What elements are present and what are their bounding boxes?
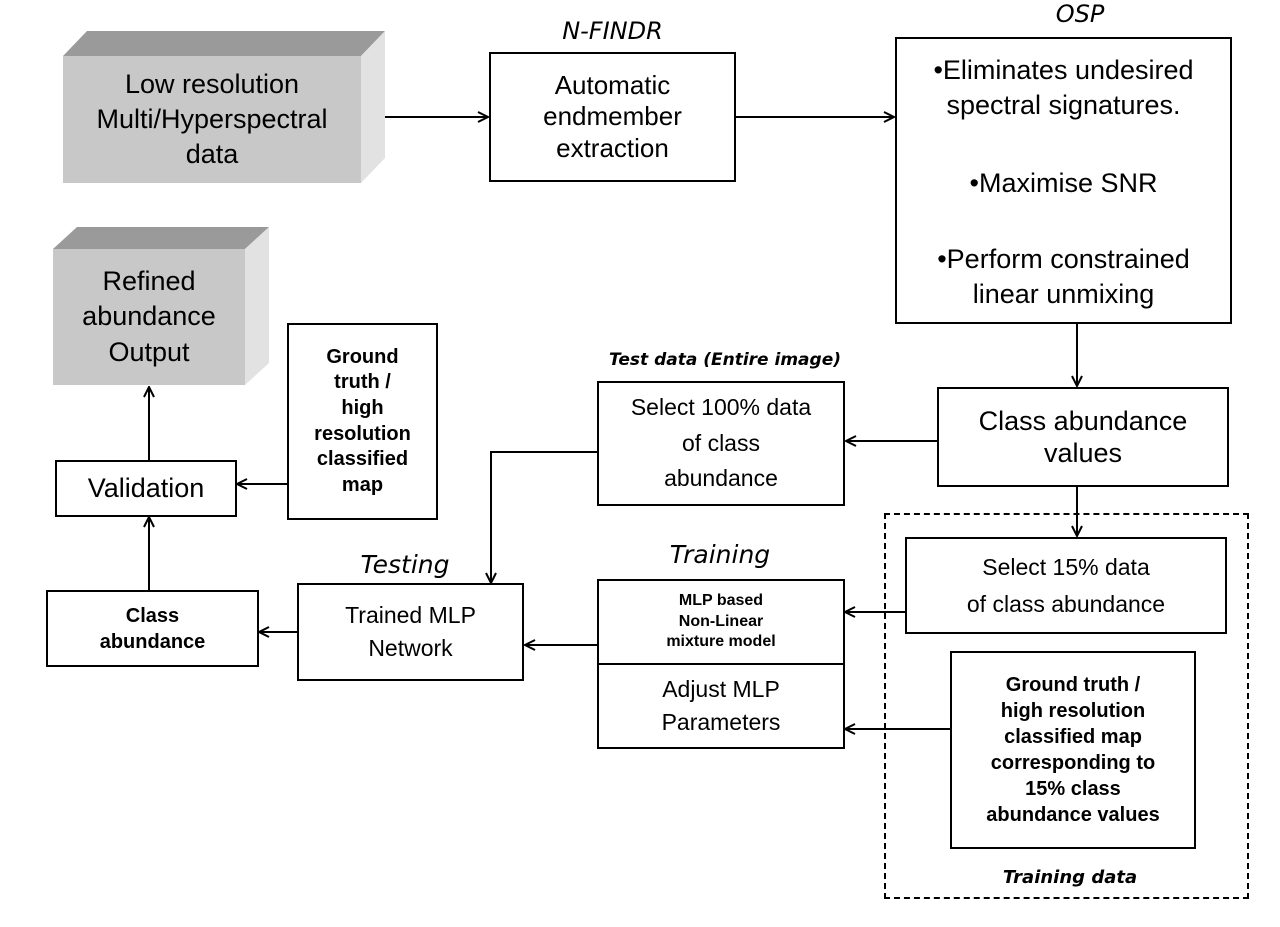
osp-step-2: •Maximise SNR (969, 168, 1158, 198)
class-abundance-values-box: Class abundance values (937, 387, 1229, 487)
adjust-mlp-box: Adjust MLP Parameters (597, 663, 845, 749)
osp-label: OSP (1055, 0, 1105, 28)
class-abundance-box: Class abundance (46, 590, 259, 667)
cube-shape (53, 227, 269, 385)
output-node: Refined abundance Output (53, 227, 269, 387)
ground-truth-validation-box: Ground truth / high resolution classifie… (287, 323, 438, 520)
class-abundance-text: Class abundance (99, 604, 206, 653)
testing-label: Testing (360, 550, 450, 579)
input-data-node: Low resolution Multi/Hyperspectral data (63, 31, 385, 183)
test-data-label: Test data (Entire image) (608, 350, 841, 370)
select-100-box: Select 100% data of class abundance (597, 381, 845, 506)
select-15-text: Select 15% data of class abundance (966, 553, 1166, 617)
ground-truth-validation-text: Ground truth / high resolution classifie… (314, 345, 411, 496)
nfindr-box: Automatic endmember extraction (489, 52, 736, 182)
trained-mlp-text: Trained MLP Network (345, 601, 476, 661)
trained-mlp-box: Trained MLP Network (297, 583, 524, 681)
mlp-model-box: MLP based Non-Linear mixture model (597, 579, 845, 665)
training-data-group (884, 513, 1249, 899)
select-15-box: Select 15% data of class abundance (905, 537, 1227, 634)
osp-step-1: •Eliminates undesired spectral signature… (933, 55, 1194, 120)
nfindr-label: N-FINDR (562, 17, 663, 45)
mlp-model-text: MLP based Non-Linear mixture model (666, 591, 776, 651)
adjust-mlp-text: Adjust MLP Parameters (661, 675, 781, 735)
validation-box: Validation (55, 460, 237, 517)
cube-shape (63, 31, 385, 183)
validation-text: Validation (87, 473, 205, 504)
training-data-label: Training data (1002, 867, 1138, 888)
output-label: Refined abundance Output (53, 249, 245, 385)
ground-truth-training-text: Ground truth / high resolution classifie… (986, 674, 1160, 826)
nfindr-text: Automatic endmember extraction (543, 70, 682, 163)
ground-truth-training-box: Ground truth / high resolution classifie… (950, 651, 1196, 849)
select-100-text: Select 100% data of class abundance (630, 394, 812, 492)
arrow-test-to-trained-mlp (491, 451, 597, 583)
training-label: Training (669, 540, 771, 569)
class-abundance-values-text: Class abundance values (978, 405, 1188, 468)
osp-box: •Eliminates undesired spectral signature… (895, 37, 1232, 324)
input-data-label: Low resolution Multi/Hyperspectral data (63, 56, 361, 183)
osp-step-3: •Perform constrained linear unmixing (937, 244, 1190, 309)
